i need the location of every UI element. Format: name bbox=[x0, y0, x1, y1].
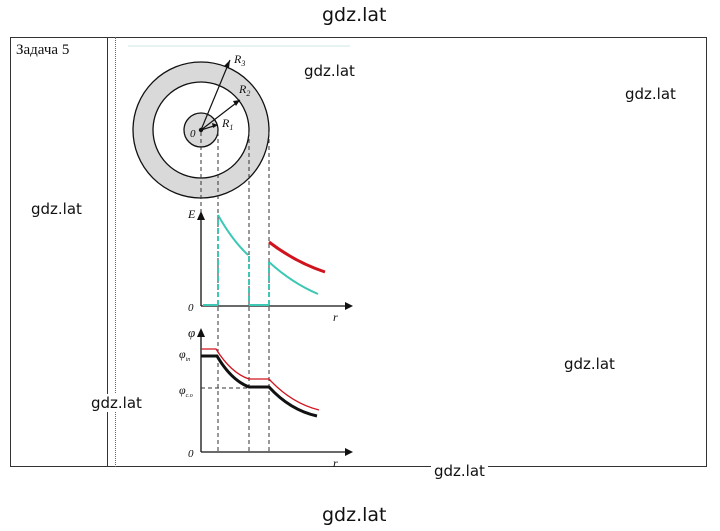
radius-r1-arrowhead bbox=[212, 123, 218, 128]
watermark: gdz.lat bbox=[431, 462, 488, 480]
e-ylabel: E bbox=[187, 207, 196, 221]
sphere-diagram bbox=[132, 59, 270, 199]
phi-thick-curve bbox=[201, 354, 318, 418]
label-r1: R1 bbox=[221, 116, 233, 132]
margin-dotted-line bbox=[115, 37, 116, 467]
radius-r2-arrow bbox=[200, 99, 241, 131]
margin-line bbox=[107, 37, 108, 467]
phi-origin: 0 bbox=[188, 448, 194, 460]
e-field-outside-curve bbox=[268, 240, 326, 274]
radius-r3-arrowhead bbox=[224, 60, 230, 68]
radius-r3-arrow bbox=[200, 59, 231, 131]
phi-inner-label: φin bbox=[179, 347, 190, 363]
phi-xlabel: r bbox=[333, 456, 338, 470]
e-field-inside-curve bbox=[203, 214, 319, 306]
watermark: gdz.lat bbox=[304, 62, 355, 80]
watermark: gdz.lat bbox=[31, 200, 82, 218]
e-curve-between bbox=[217, 214, 249, 256]
phi-thin-curve bbox=[201, 348, 320, 411]
phi-x-axis-arrow bbox=[345, 448, 353, 456]
e-field-plot bbox=[197, 211, 353, 310]
phi-shell-label: φc.o bbox=[179, 383, 193, 399]
watermark: gdz.lat bbox=[564, 355, 615, 373]
watermark: gdz.lat bbox=[322, 504, 387, 526]
label-r2: R2 bbox=[238, 82, 250, 98]
watermark: gdz.lat bbox=[88, 394, 145, 412]
e-origin: 0 bbox=[188, 302, 194, 314]
e-curve-outside-lower bbox=[268, 261, 319, 295]
task-title: Задача 5 bbox=[16, 42, 70, 58]
radius-r2-arrowhead bbox=[233, 100, 240, 106]
phi-ylabel: φ bbox=[188, 325, 195, 340]
watermark: gdz.lat bbox=[322, 4, 387, 26]
e-x-axis-arrow bbox=[345, 302, 353, 310]
e-y-axis-arrow bbox=[197, 211, 205, 220]
watermark: gdz.lat bbox=[625, 85, 676, 103]
task-frame bbox=[10, 37, 707, 467]
label-r3: R3 bbox=[233, 52, 245, 68]
potential-plot bbox=[197, 328, 353, 456]
e-xlabel: r bbox=[333, 310, 338, 324]
phi-y-axis-arrow bbox=[197, 328, 205, 337]
label-center: 0 bbox=[190, 128, 196, 140]
